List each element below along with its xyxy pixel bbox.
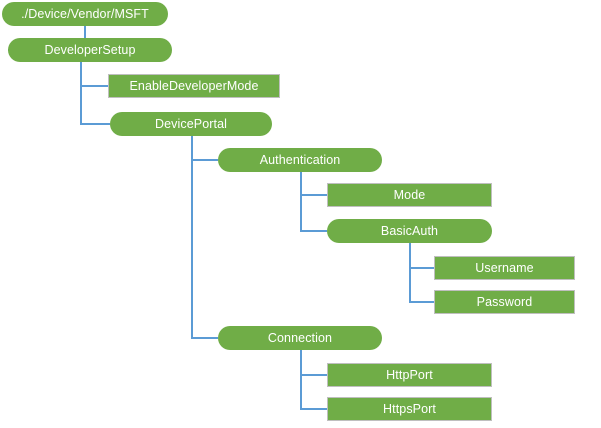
- tree-node-mode[interactable]: Mode: [327, 183, 492, 207]
- tree-node-developersetup[interactable]: DeveloperSetup: [8, 38, 172, 62]
- tree-node-deviceportal[interactable]: DevicePortal: [110, 112, 272, 136]
- tree-node-password[interactable]: Password: [434, 290, 575, 314]
- tree-node-root[interactable]: ./Device/Vendor/MSFT: [2, 2, 168, 26]
- tree-node-basicauth[interactable]: BasicAuth: [327, 219, 492, 243]
- tree-node-enabledevelopermode[interactable]: EnableDeveloperMode: [108, 74, 280, 98]
- tree-node-username[interactable]: Username: [434, 256, 575, 280]
- tree-node-httpsport[interactable]: HttpsPort: [327, 397, 492, 421]
- tree-node-httpport[interactable]: HttpPort: [327, 363, 492, 387]
- tree-node-connection[interactable]: Connection: [218, 326, 382, 350]
- tree-node-authentication[interactable]: Authentication: [218, 148, 382, 172]
